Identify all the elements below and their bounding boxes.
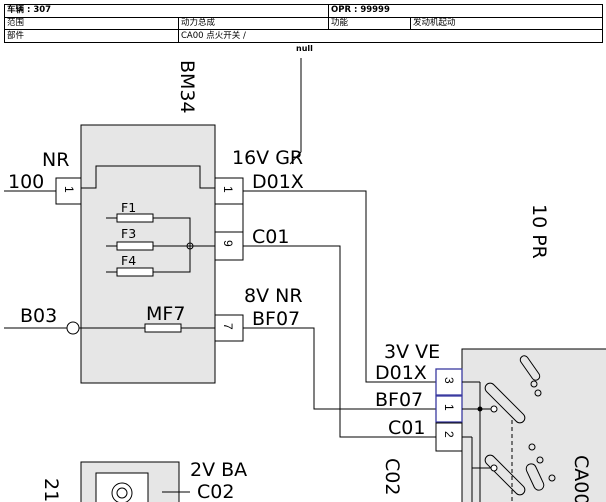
bm34-box <box>80 124 216 384</box>
wire-c02-label: C02 <box>197 481 234 502</box>
bottom-component-terminal-inner <box>116 487 128 499</box>
c02-vertical-label: C02 <box>381 458 403 495</box>
pin-1b-label: 1 <box>442 404 456 411</box>
part-value: CA00 点火开关 / <box>177 29 604 43</box>
fuse-mf7-label: MF7 <box>146 303 185 325</box>
wire-16v-gr-label: 16V GR <box>232 147 303 169</box>
wire-d01x-route <box>301 190 436 383</box>
ca-c01-label: C01 <box>388 417 425 439</box>
wire-bf07-route <box>243 327 436 410</box>
pin-right-1-label: 1 <box>221 186 235 193</box>
pin-7-label: 7 <box>221 323 235 330</box>
label-21: 21 <box>40 478 62 502</box>
bm34-right-pin-1 <box>214 177 244 205</box>
pin-left-1-label: 1 <box>62 186 76 193</box>
wire-d01x-label: D01X <box>252 171 304 193</box>
fuse-bus <box>153 217 191 273</box>
fuse-f3 <box>116 241 154 251</box>
pin-3-label: 3 <box>442 377 456 384</box>
null-lead-diagonal <box>289 151 302 165</box>
null-label: null <box>296 44 313 53</box>
wire-8v-nr-label: 8V NR <box>244 285 303 307</box>
bottom-component-terminal-outer <box>111 482 133 502</box>
bm34-label: BM34 <box>176 60 198 114</box>
bm34-pin-9 <box>214 231 244 261</box>
conn-2v-ba-label: 2V BA <box>190 459 247 481</box>
ca-bf07-label: BF07 <box>375 389 423 411</box>
ca00-switch <box>462 355 556 502</box>
wire-c01-label: C01 <box>252 226 289 248</box>
fuse-f1 <box>116 213 154 223</box>
pin-2-label: 2 <box>442 431 456 438</box>
ca00-pin-1 <box>435 395 463 423</box>
fuse-f4-label: F4 <box>121 253 136 268</box>
header-table: 车辆 : 307 OPR : 99999 范围 动力总成 功能 发动机起动 部件… <box>4 4 604 43</box>
fuse-f4 <box>116 267 154 277</box>
bm34-bridge <box>81 165 215 189</box>
wire-100-label: 100 <box>8 171 44 193</box>
wire-nr-label: NR <box>42 149 69 171</box>
wire-bf07-label: BF07 <box>252 308 300 330</box>
b03-terminal <box>66 321 80 335</box>
ca-d01x-label: D01X <box>375 362 427 384</box>
wire-c01-route <box>243 245 436 438</box>
part-label: 部件 <box>4 29 179 43</box>
conn-3v-ve-label: 3V VE <box>384 341 440 363</box>
ca00-label: CA00 <box>570 455 592 502</box>
pin-9-label: 9 <box>221 240 235 247</box>
ca00-box <box>461 348 606 502</box>
fuse-mf7 <box>144 323 182 333</box>
wire-b03-label: B03 <box>20 305 57 327</box>
ca00-pin-3 <box>435 368 463 396</box>
fuse-junction <box>186 242 194 250</box>
fuse-f3-label: F3 <box>121 226 136 241</box>
bm34-left-pin-1 <box>55 177 82 205</box>
bm34-right-spacer <box>214 203 244 233</box>
fuse-f1-label: F1 <box>121 200 136 215</box>
label-10pr: 10 PR <box>528 204 550 259</box>
